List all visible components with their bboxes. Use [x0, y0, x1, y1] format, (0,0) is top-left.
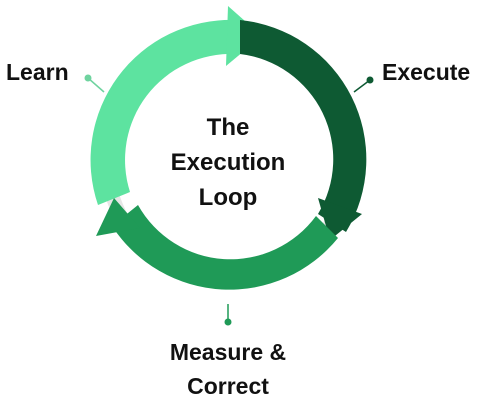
- learn-label: Learn: [6, 59, 69, 85]
- measure-arc-segment: [112, 205, 338, 290]
- center-disc: [114, 46, 342, 274]
- measure-connector-dot: [224, 318, 232, 326]
- learn-connector-dot: [84, 74, 92, 82]
- measure-label-line1: Measure &: [170, 339, 286, 365]
- center-title-line2: Execution: [171, 149, 286, 176]
- learn-arc-segment: [90, 19, 236, 206]
- measure-label-line2: Correct: [187, 373, 269, 399]
- execute-label: Execute: [382, 59, 470, 85]
- center-title-line3: Loop: [199, 184, 258, 211]
- measure-arrow-icon: [96, 198, 140, 236]
- execute-connector-dot: [366, 76, 374, 84]
- learn-connector: [87, 77, 105, 93]
- execute-arc-segment: [240, 20, 367, 232]
- center-title-line1: The: [207, 114, 250, 141]
